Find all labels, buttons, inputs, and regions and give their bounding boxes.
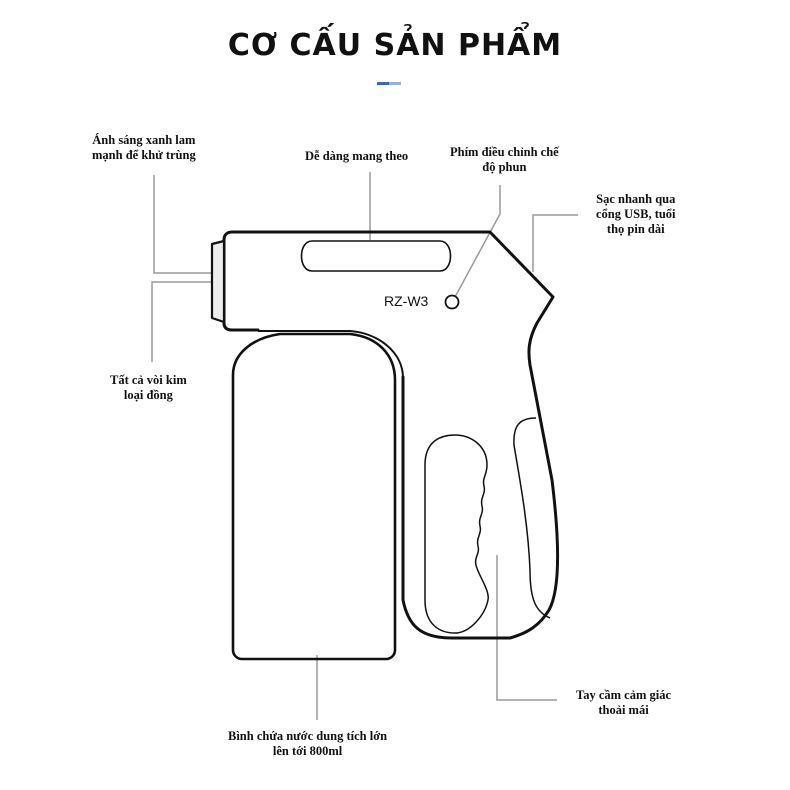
callout-portable: Dễ dàng mang theo [305,149,408,164]
leader-blue-light [153,175,213,274]
callout-line: thọ pin dài [606,222,665,236]
leader-grip [496,555,557,701]
callout-grip: Tay cầm cảm giác thoải mái [576,688,671,718]
callout-line: Phím điều chỉnh chế [450,145,559,159]
callout-line: Tay cầm cảm giác [576,688,672,702]
gun-outline [210,230,560,640]
divider-dark-segment [377,82,389,85]
callout-line: mạnh để khử trùng [92,148,196,162]
callout-line: Dễ dàng mang theo [305,149,409,163]
tank-body [231,332,397,661]
nozzle-cap [210,239,226,324]
leader-mode-button [454,185,501,298]
grip-details [424,417,551,634]
callout-line: Bình chứa nước dung tích lớn [228,729,388,743]
gun-body-outline [230,230,560,640]
callout-line: thoải mái [598,703,649,717]
callout-line: cổng USB, tuổi [596,207,676,221]
model-label: RZ-W3 [384,293,429,309]
top-slot [300,240,452,272]
tank-neck [258,330,404,379]
callout-mode-button: Phím điều chỉnh chế độ phun [450,145,559,175]
callout-blue-light: Ánh sáng xanh lam mạnh để khử trùng [92,133,196,163]
callout-line: loại đồng [123,388,173,402]
gun-head-front [222,230,260,332]
callout-line: lên tới 800ml [272,744,343,758]
callout-usb-charging: Sạc nhanh qua cổng USB, tuổi thọ pin dài [596,192,676,237]
leader-copper-nozzle [151,281,213,362]
callout-line: độ phun [482,160,527,174]
callout-line: Tất cả vòi kim [110,373,187,387]
leader-usb [532,214,578,272]
grip-rear-panel [513,417,551,619]
leader-lines [151,172,578,720]
divider-light-segment [389,82,401,85]
callout-copper-nozzle: Tất cả vòi kim loại đồng [110,373,187,403]
mode-button-circle [444,294,460,310]
grip-finger-cutout [424,434,489,634]
callout-line: Sạc nhanh qua [596,192,676,206]
water-tank-outline [231,330,404,661]
title-divider [377,82,401,85]
callout-water-tank: Bình chứa nước dung tích lớn lên tới 800… [228,729,387,759]
page-title: CƠ CẤU SẢN PHẨM [227,28,563,63]
callout-line: Ánh sáng xanh lam [92,133,196,147]
